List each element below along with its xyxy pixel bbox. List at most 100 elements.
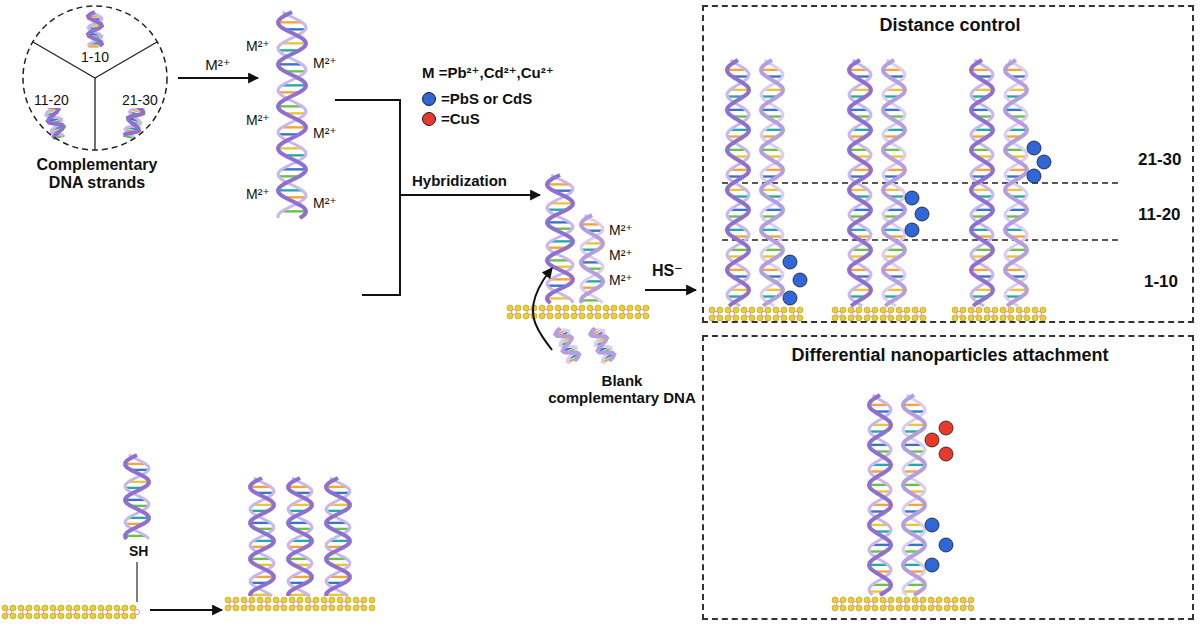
nanoparticle [915, 207, 929, 221]
metal-atom [884, 601, 889, 606]
metal-atom [761, 311, 766, 316]
dna-helix [250, 478, 274, 596]
metal-atom [836, 311, 841, 316]
metal-atom [729, 311, 734, 316]
metal-atom [38, 609, 43, 614]
metal-atom [6, 609, 11, 614]
dna-strand [288, 478, 312, 596]
nanoparticle [905, 191, 919, 205]
metal-atom [357, 601, 362, 606]
panel-box: Differential nanoparticles attachment [702, 335, 1194, 620]
nanoparticle [783, 255, 797, 269]
substrate [832, 307, 926, 321]
nanoparticle [925, 433, 939, 447]
metal-atom [972, 311, 977, 316]
legend-row: =CuS [422, 110, 482, 127]
metal-atom [948, 601, 953, 606]
flow-arrow [645, 289, 696, 291]
dna-strand [547, 175, 573, 303]
curved-arrow [533, 268, 552, 350]
dna-strand [581, 215, 603, 303]
metal-atom [916, 311, 921, 316]
dna-strand [555, 328, 579, 361]
legend-swatch [422, 92, 436, 106]
sector-divider [94, 78, 95, 150]
dna-helix [581, 215, 603, 303]
dna-strand [971, 60, 993, 306]
metal-atom [511, 309, 516, 314]
arrow-label: M²⁺ [203, 56, 232, 73]
metal-atom [916, 601, 921, 606]
substrate [507, 305, 649, 319]
legend-text: =CuS [439, 110, 482, 127]
flow-arrow [150, 609, 222, 611]
metal-atom [527, 309, 532, 314]
dna-helix [547, 175, 573, 303]
dna-helix [761, 60, 783, 306]
ion-label: M²⁺ [607, 247, 635, 263]
ion-label: M²⁺ [244, 186, 272, 202]
metal-atom [309, 601, 314, 606]
dna-helix [88, 12, 102, 46]
thiol-linker [136, 562, 138, 602]
dna-strand [903, 395, 925, 595]
metal-atom [1020, 311, 1025, 316]
ion-label: M²⁺ [607, 222, 635, 238]
nanoparticle [939, 447, 953, 461]
dna-strand [761, 60, 783, 306]
strand-pool-circle: 1-1011-2021-30Complementary DNA strands [12, 0, 185, 200]
metal-atom [118, 609, 123, 614]
ion-label: M²⁺ [607, 272, 635, 288]
metal-atom [639, 309, 644, 314]
metal-atom [607, 309, 612, 314]
metal-atom [543, 309, 548, 314]
metal-atom [988, 311, 993, 316]
dna-strand [250, 478, 274, 596]
nanoparticle [1027, 141, 1041, 155]
component-label: Blank complementary DNA [545, 372, 699, 407]
group-label: SH [127, 543, 150, 559]
dna-strand [278, 12, 306, 218]
sulfur-atom [369, 597, 375, 603]
dna-helix [555, 328, 579, 363]
arrow-label: Hybridization [410, 172, 509, 189]
segment-label: 11-20 [1136, 205, 1183, 225]
dna-helix [125, 455, 149, 539]
metal-atom [1036, 311, 1041, 316]
metal-atom [623, 309, 628, 314]
metal-atom [777, 311, 782, 316]
metal-atom [793, 311, 798, 316]
dna-strand [849, 60, 871, 306]
arrow-label: HS⁻ [650, 262, 685, 280]
dna-strand [869, 395, 891, 595]
metal-atom [102, 609, 107, 614]
circle-outline [12, 0, 182, 152]
dna-strand [849, 60, 871, 306]
group-caption: Complementary DNA strands [15, 156, 179, 193]
substrate [952, 307, 1046, 321]
segment-label: 1-10 [79, 49, 111, 65]
dna-strand [88, 12, 102, 46]
metal-atom [86, 609, 91, 614]
segment-label: 11-20 [32, 92, 71, 108]
metal-atom [868, 311, 873, 316]
dna-helix [727, 60, 749, 306]
metal-atom [836, 601, 841, 606]
legend-row: =PbS or CdS [422, 90, 534, 107]
nanoparticle [905, 223, 919, 237]
ion-label: M²⁺ [311, 125, 339, 141]
dashed-circle [23, 6, 167, 150]
panel-title: Differential nanoparticles attachment [789, 345, 1110, 366]
metal-atom [261, 601, 266, 606]
metal-atom [325, 601, 330, 606]
dna-strand [125, 455, 149, 539]
dna-strand [326, 478, 350, 596]
metal-atom [54, 609, 59, 614]
metal-atom [932, 601, 937, 606]
panel-title: Distance control [877, 15, 1022, 36]
metal-atom [277, 601, 282, 606]
metal-atom [956, 311, 961, 316]
